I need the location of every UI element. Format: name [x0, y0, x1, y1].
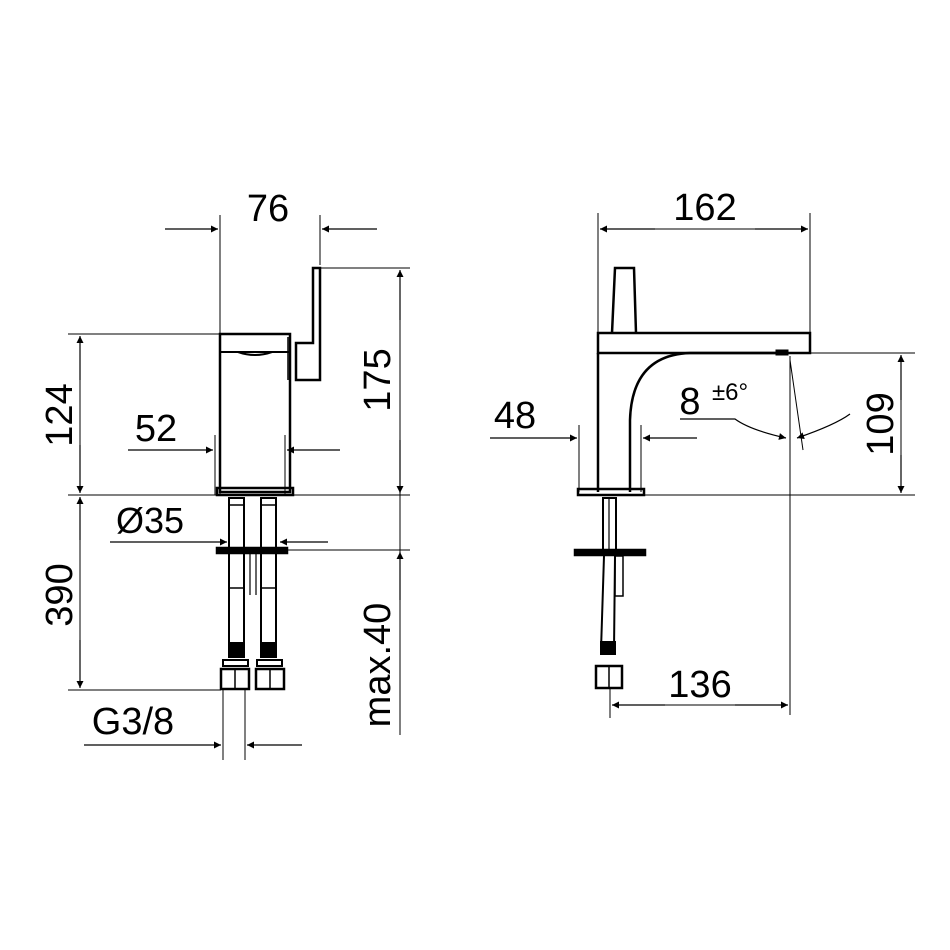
- dim-length-162: 162: [673, 187, 736, 229]
- dim-angle-main: 8: [679, 381, 700, 423]
- dim-angle-tolerance: ±6°: [712, 379, 748, 406]
- dim-base-48: 48: [494, 395, 536, 437]
- front-view-labels: 76 124 52 175 Ø35 390 max.40 G3/8: [39, 188, 399, 743]
- front-view: [68, 215, 410, 760]
- dim-thread: G3/8: [92, 701, 174, 743]
- dim-spout-height-109: 109: [860, 392, 902, 455]
- dim-hole-diameter: Ø35: [116, 500, 184, 541]
- dim-hose-390: 390: [39, 563, 81, 626]
- dim-height-124: 124: [39, 383, 81, 446]
- dim-max-thickness: max.40: [357, 603, 399, 728]
- side-view: [490, 213, 915, 718]
- dim-width-76: 76: [247, 188, 289, 230]
- side-view-labels: 162 48 8 ±6° 109 136: [494, 187, 902, 706]
- dim-total-height-175: 175: [357, 348, 399, 411]
- dim-reach-136: 136: [668, 664, 731, 706]
- dim-body-52: 52: [135, 408, 177, 450]
